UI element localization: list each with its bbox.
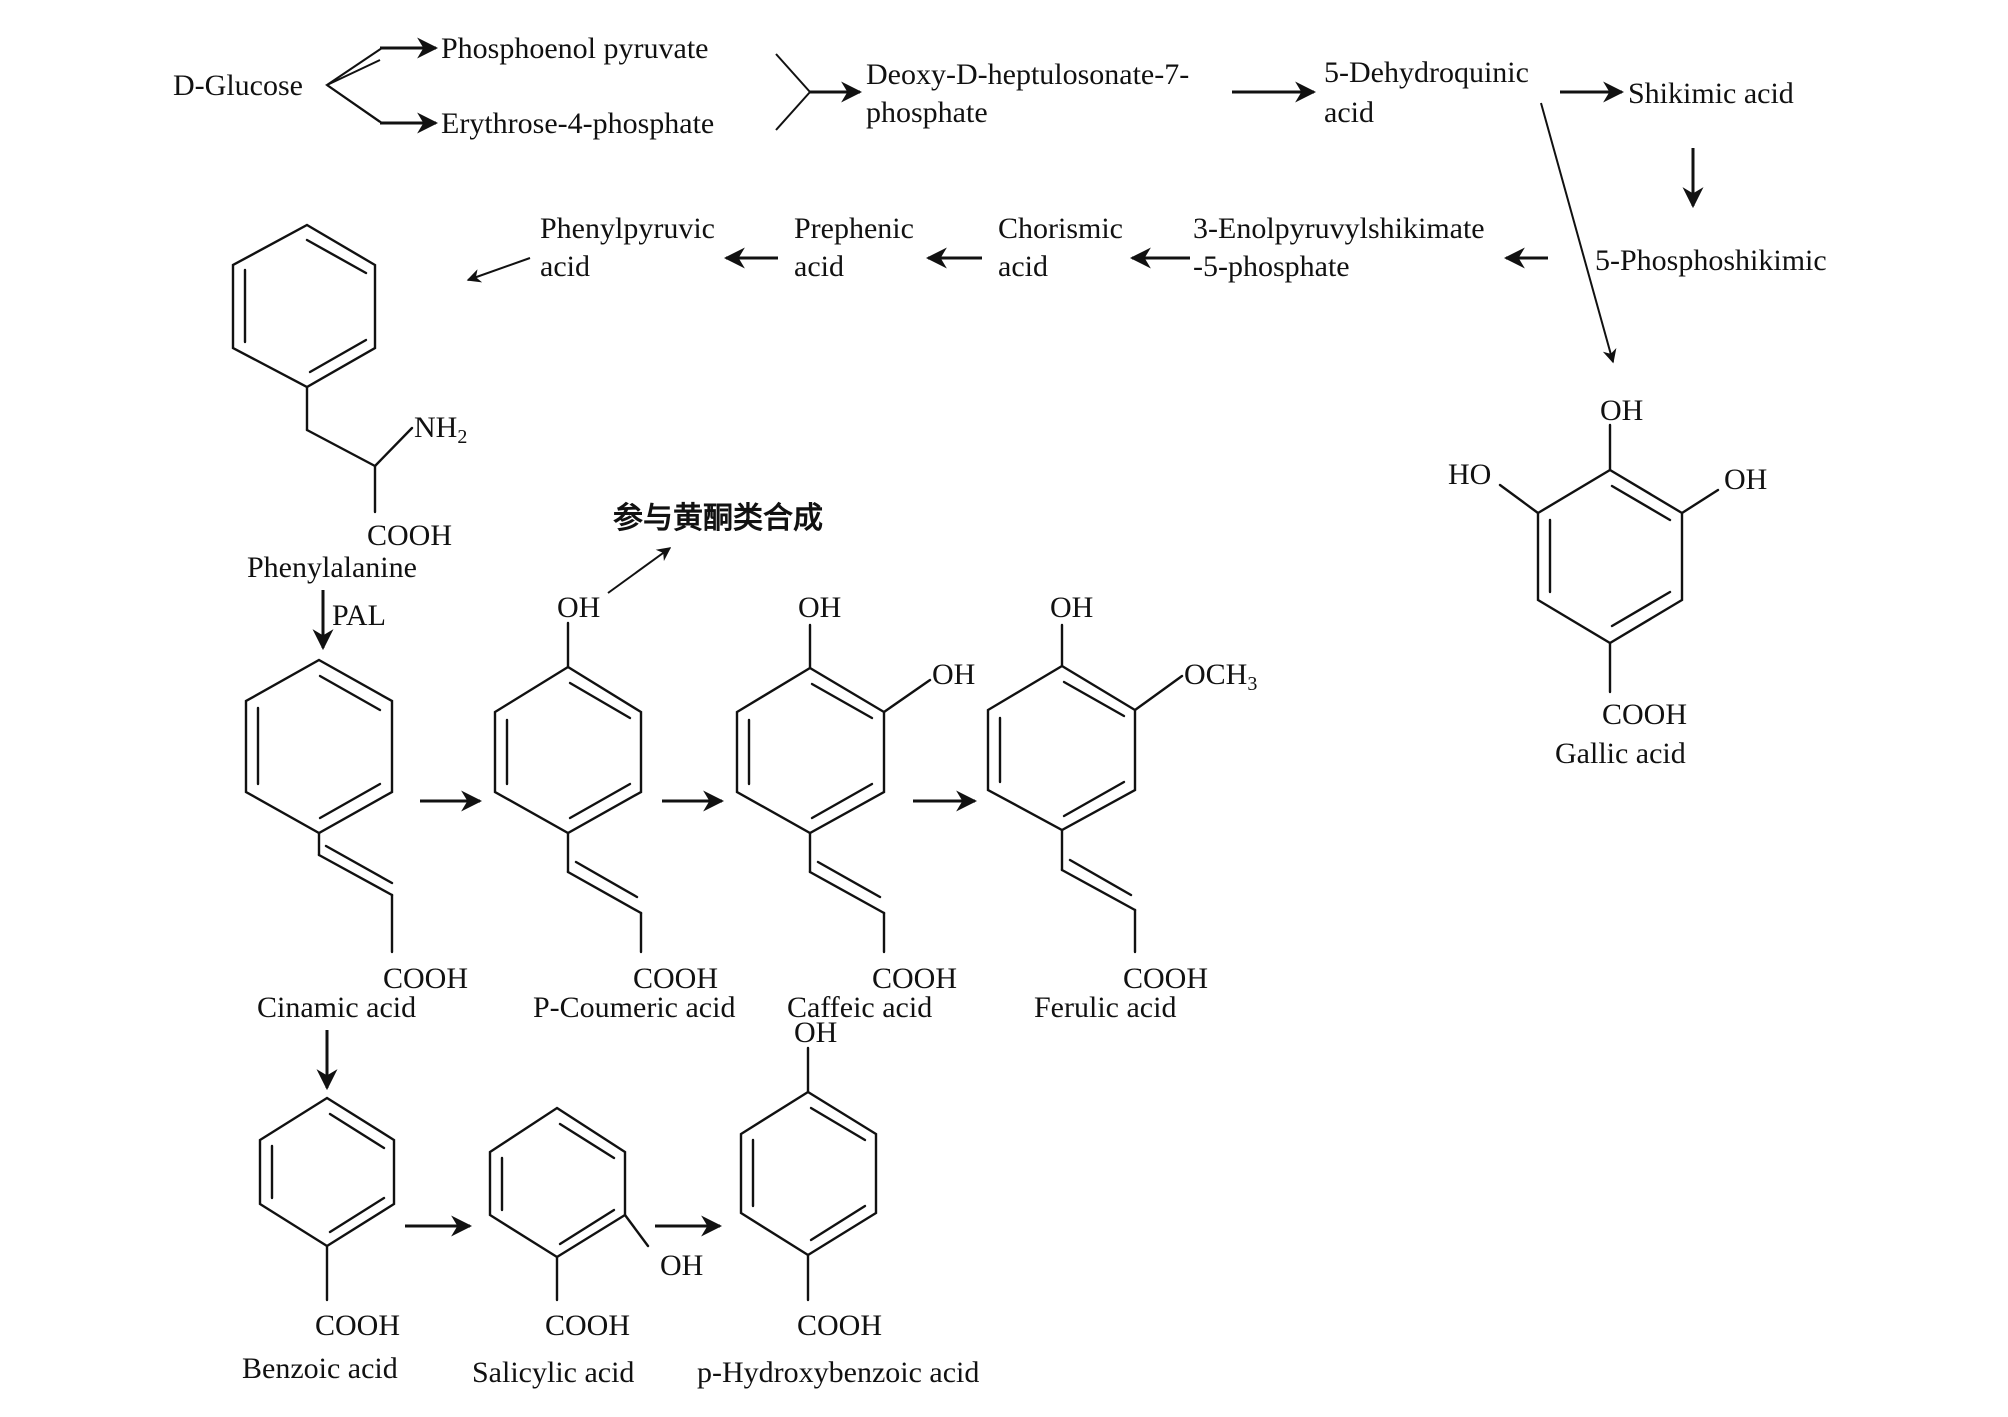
gallic-acid-structure: OH HO OH COOH <box>1448 394 1767 731</box>
group-cooh: COOH <box>367 519 452 552</box>
group-cooh: COOH <box>545 1309 630 1342</box>
cinamic-acid-structure: COOH <box>244 658 468 995</box>
node-epsp-line2: -5-phosphate <box>1193 250 1350 283</box>
group-cooh: COOH <box>1602 698 1687 731</box>
group-cooh: COOH <box>1123 962 1208 995</box>
label-gallic-acid: Gallic acid <box>1555 737 1686 770</box>
node-chorismic-line1: Chorismic <box>998 212 1123 245</box>
group-ho-left: HO <box>1448 458 1491 491</box>
p-hydroxybenzoic-acid-structure: OH COOH <box>739 1016 882 1342</box>
p-coumeric-acid-structure: OH COOH <box>493 591 718 995</box>
node-phenylpyruvic-line2: acid <box>540 250 590 283</box>
node-5-phosphoshikimic: 5-Phosphoshikimic <box>1595 244 1827 277</box>
group-cooh: COOH <box>872 962 957 995</box>
group-cooh: COOH <box>797 1309 882 1342</box>
group-cooh: COOH <box>383 962 468 995</box>
node-dehydroquinic-line2: acid <box>1324 96 1374 129</box>
group-cooh: COOH <box>315 1309 400 1342</box>
group-oh: OH <box>557 591 600 624</box>
node-phosphoenol-pyruvate: Phosphoenol pyruvate <box>441 32 708 65</box>
enzyme-pal: PAL <box>332 599 386 632</box>
branch-lines <box>326 47 383 124</box>
merge-arrow <box>775 53 863 131</box>
node-chorismic-line2: acid <box>998 250 1048 283</box>
group-oh-meta: OH <box>932 658 975 691</box>
label-p-coumeric-acid: P-Coumeric acid <box>533 991 735 1024</box>
node-shikimic-acid: Shikimic acid <box>1628 77 1794 110</box>
flavonoid-synthesis-note: 参与黄酮类合成 <box>613 501 823 536</box>
label-salicylic-acid: Salicylic acid <box>472 1356 634 1389</box>
arrow-to-flavonoids <box>607 547 672 594</box>
label-cinamic-acid: Cinamic acid <box>257 991 416 1024</box>
group-oh: OH <box>660 1249 703 1282</box>
arrow-dhq-to-gallic <box>1540 102 1617 364</box>
node-phenylpyruvic-line1: Phenylpyruvic <box>540 212 715 245</box>
label-phenylalanine: Phenylalanine <box>247 551 417 584</box>
group-oh-right: OH <box>1724 463 1767 496</box>
node-d-glucose: D-Glucose <box>173 69 303 102</box>
label-p-hydroxybenzoic-acid: p-Hydroxybenzoic acid <box>697 1356 979 1389</box>
salicylic-acid-structure: OH COOH <box>488 1106 703 1342</box>
node-erythrose-4-phosphate: Erythrose-4-phosphate <box>441 107 714 140</box>
caffeic-acid-structure: OH OH COOH <box>735 591 975 995</box>
group-oh-top: OH <box>1600 394 1643 427</box>
node-dehydroquinic-line1: 5-Dehydroquinic <box>1324 56 1529 89</box>
node-epsp-line1: 3-Enolpyruvylshikimate <box>1193 212 1485 245</box>
ferulic-acid-structure: OH OCH3 COOH <box>986 591 1257 995</box>
node-dahp-line2: phosphate <box>866 96 988 129</box>
arrow-to-phenylalanine <box>466 257 531 283</box>
label-ferulic-acid: Ferulic acid <box>1034 991 1176 1024</box>
group-cooh: COOH <box>633 962 718 995</box>
benzoic-acid-structure: COOH <box>258 1096 400 1342</box>
group-oh-para: OH <box>798 591 841 624</box>
group-oh: OH <box>794 1016 837 1049</box>
phenylalanine-structure: NH2 COOH <box>231 223 467 552</box>
node-prephenic-line2: acid <box>794 250 844 283</box>
node-prephenic-line1: Prephenic <box>794 212 914 245</box>
group-och3: OCH3 <box>1184 658 1257 695</box>
node-dahp-line1: Deoxy-D-heptulosonate-7- <box>866 58 1189 91</box>
group-oh: OH <box>1050 591 1093 624</box>
label-caffeic-acid: Caffeic acid <box>787 991 932 1024</box>
group-nh2: NH2 <box>414 411 467 448</box>
label-benzoic-acid: Benzoic acid <box>242 1352 398 1385</box>
split-arrow-glucose <box>325 37 439 134</box>
